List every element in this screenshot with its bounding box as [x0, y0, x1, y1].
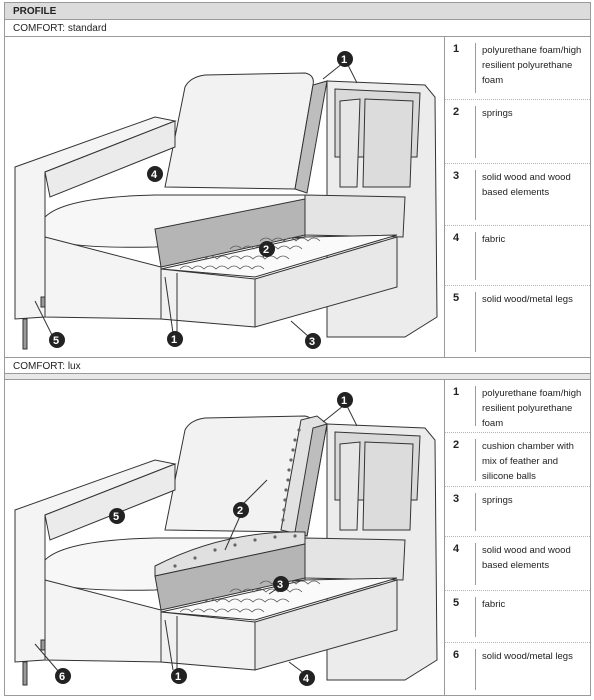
svg-text:3: 3: [309, 336, 315, 348]
callout-1-top-lux: 1: [337, 392, 353, 408]
profile-sheet: PROFILE COMFORT: standard: [4, 2, 591, 696]
svg-text:1: 1: [341, 395, 347, 407]
svg-text:1: 1: [175, 671, 181, 683]
svg-text:2: 2: [237, 505, 243, 517]
callout-3-standard: 3: [305, 333, 321, 349]
sofa-illustration-standard: 1 1 2 3 4 5: [14, 51, 438, 350]
callout-1-bottom-standard: 1: [167, 331, 183, 347]
callout-1-top-standard: 1: [337, 51, 353, 67]
legend-item: 4 fabric: [445, 225, 590, 286]
callout-3-lux: 3: [273, 576, 289, 592]
sofa-cutaway-lux: 1 1 2 3 4 5 6: [5, 380, 445, 695]
svg-text:4: 4: [303, 673, 310, 685]
svg-text:5: 5: [53, 335, 59, 347]
callout-4-lux: 4: [299, 670, 315, 686]
callout-5-standard: 5: [49, 332, 65, 348]
section-divider: [5, 374, 590, 380]
legend-item: 1 polyurethane foam/high resilient polyu…: [445, 37, 590, 99]
legend-lux: 1 polyurethane foam/high resilient polyu…: [445, 380, 590, 695]
svg-text:1: 1: [171, 334, 177, 346]
callout-2-standard: 2: [259, 241, 275, 257]
legend-item: 2 cushion chamber with mix of feather an…: [445, 432, 590, 487]
legend-item: 4 solid wood and wood based elements: [445, 536, 590, 591]
legend-item: 2 springs: [445, 99, 590, 164]
callout-5-lux: 5: [109, 508, 125, 524]
legend-item: 3 springs: [445, 486, 590, 537]
section-title-standard: COMFORT: standard: [5, 20, 590, 37]
callout-2-lux: 2: [233, 502, 249, 518]
section-lux: 1 1 2 3 4 5 6 1 polyurethane foam/high r…: [5, 380, 590, 695]
svg-text:2: 2: [263, 244, 269, 256]
svg-text:5: 5: [113, 511, 119, 523]
legend-item: 5 fabric: [445, 590, 590, 643]
svg-text:4: 4: [151, 169, 158, 181]
legend-standard: 1 polyurethane foam/high resilient polyu…: [445, 37, 590, 357]
svg-text:3: 3: [277, 579, 283, 591]
legend-item: 3 solid wood and wood based elements: [445, 163, 590, 226]
svg-text:1: 1: [341, 54, 347, 66]
callout-4-standard: 4: [147, 166, 163, 182]
callout-1-bottom-lux: 1: [171, 668, 187, 684]
legend-item: 1 polyurethane foam/high resilient polyu…: [445, 380, 590, 432]
sofa-illustration-lux: 1 1 2 3 4 5 6: [14, 392, 438, 686]
legend-item: 6 solid wood/metal legs: [445, 642, 590, 696]
sofa-cutaway-standard: 1 1 2 3 4 5: [5, 37, 445, 357]
svg-text:6: 6: [59, 671, 65, 683]
section-title-lux: COMFORT: lux: [5, 357, 590, 374]
profile-header: PROFILE: [5, 3, 590, 20]
callout-6-lux: 6: [55, 668, 71, 684]
legend-item: 5 solid wood/metal legs: [445, 285, 590, 358]
section-standard: 1 1 2 3 4 5 1 polyurethane foam/high res…: [5, 37, 590, 357]
